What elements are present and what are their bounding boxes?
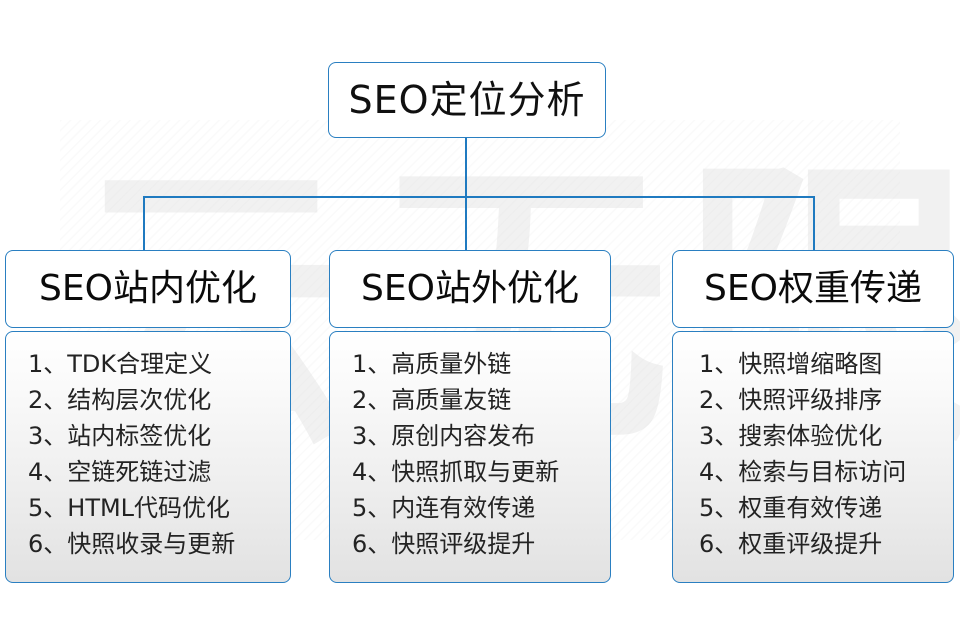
list-item: 5、HTML代码优化 [28,494,231,522]
branch-body-2: 1、高质量外链 2、高质量友链 3、原创内容发布 4、快照抓取与更新 5、内连有… [329,331,611,583]
list-item: 3、站内标签优化 [28,422,212,450]
list-item: 6、快照收录与更新 [28,530,236,558]
list-item: 2、结构层次优化 [28,386,212,414]
root-node-label: SEO定位分析 [348,78,586,122]
list-item: 3、搜索体验优化 [699,422,883,450]
list-item: 1、快照增缩略图 [699,350,883,378]
list-item: 4、空链死链过滤 [28,458,212,486]
branch-header-label-3: SEO权重传递 [704,268,922,309]
connector-drop-left [143,196,145,252]
branch-list-3: 1、快照增缩略图 2、快照评级排序 3、搜索体验优化 4、检索与目标访问 5、权… [673,346,953,562]
branch-body-3: 1、快照增缩略图 2、快照评级排序 3、搜索体验优化 4、检索与目标访问 5、权… [672,331,954,583]
branch-list-2: 1、高质量外链 2、高质量友链 3、原创内容发布 4、快照抓取与更新 5、内连有… [330,346,610,562]
branch-header-2[interactable]: SEO站外优化 [329,250,611,328]
list-item: 2、快照评级排序 [699,386,883,414]
branch-header-3[interactable]: SEO权重传递 [672,250,954,328]
list-item: 2、高质量友链 [352,386,512,414]
list-item: 3、原创内容发布 [352,422,536,450]
list-item: 5、权重有效传递 [699,494,883,522]
connector-drop-right [813,196,815,252]
branch-column-3: SEO权重传递 1、快照增缩略图 2、快照评级排序 3、搜索体验优化 4、检索与… [672,250,954,583]
list-item: 5、内连有效传递 [352,494,536,522]
branch-header-label-1: SEO站内优化 [39,268,257,309]
list-item: 4、快照抓取与更新 [352,458,560,486]
branch-column-1: SEO站内优化 1、TDK合理定义 2、结构层次优化 3、站内标签优化 4、空链… [5,250,291,583]
list-item: 1、高质量外链 [352,350,512,378]
list-item: 6、快照评级提升 [352,530,536,558]
list-item: 6、权重评级提升 [699,530,883,558]
list-item: 4、检索与目标访问 [699,458,907,486]
root-node[interactable]: SEO定位分析 [328,62,606,138]
connector-drop-middle [465,196,467,252]
branch-column-2: SEO站外优化 1、高质量外链 2、高质量友链 3、原创内容发布 4、快照抓取与… [329,250,611,583]
connector-horizontal-bus [143,196,814,198]
branch-body-1: 1、TDK合理定义 2、结构层次优化 3、站内标签优化 4、空链死链过滤 5、H… [5,331,291,583]
connector-root-stem [465,138,467,196]
list-item: 1、TDK合理定义 [28,350,213,378]
branch-header-label-2: SEO站外优化 [361,268,579,309]
branch-header-1[interactable]: SEO站内优化 [5,250,291,328]
branch-list-1: 1、TDK合理定义 2、结构层次优化 3、站内标签优化 4、空链死链过滤 5、H… [6,346,290,562]
